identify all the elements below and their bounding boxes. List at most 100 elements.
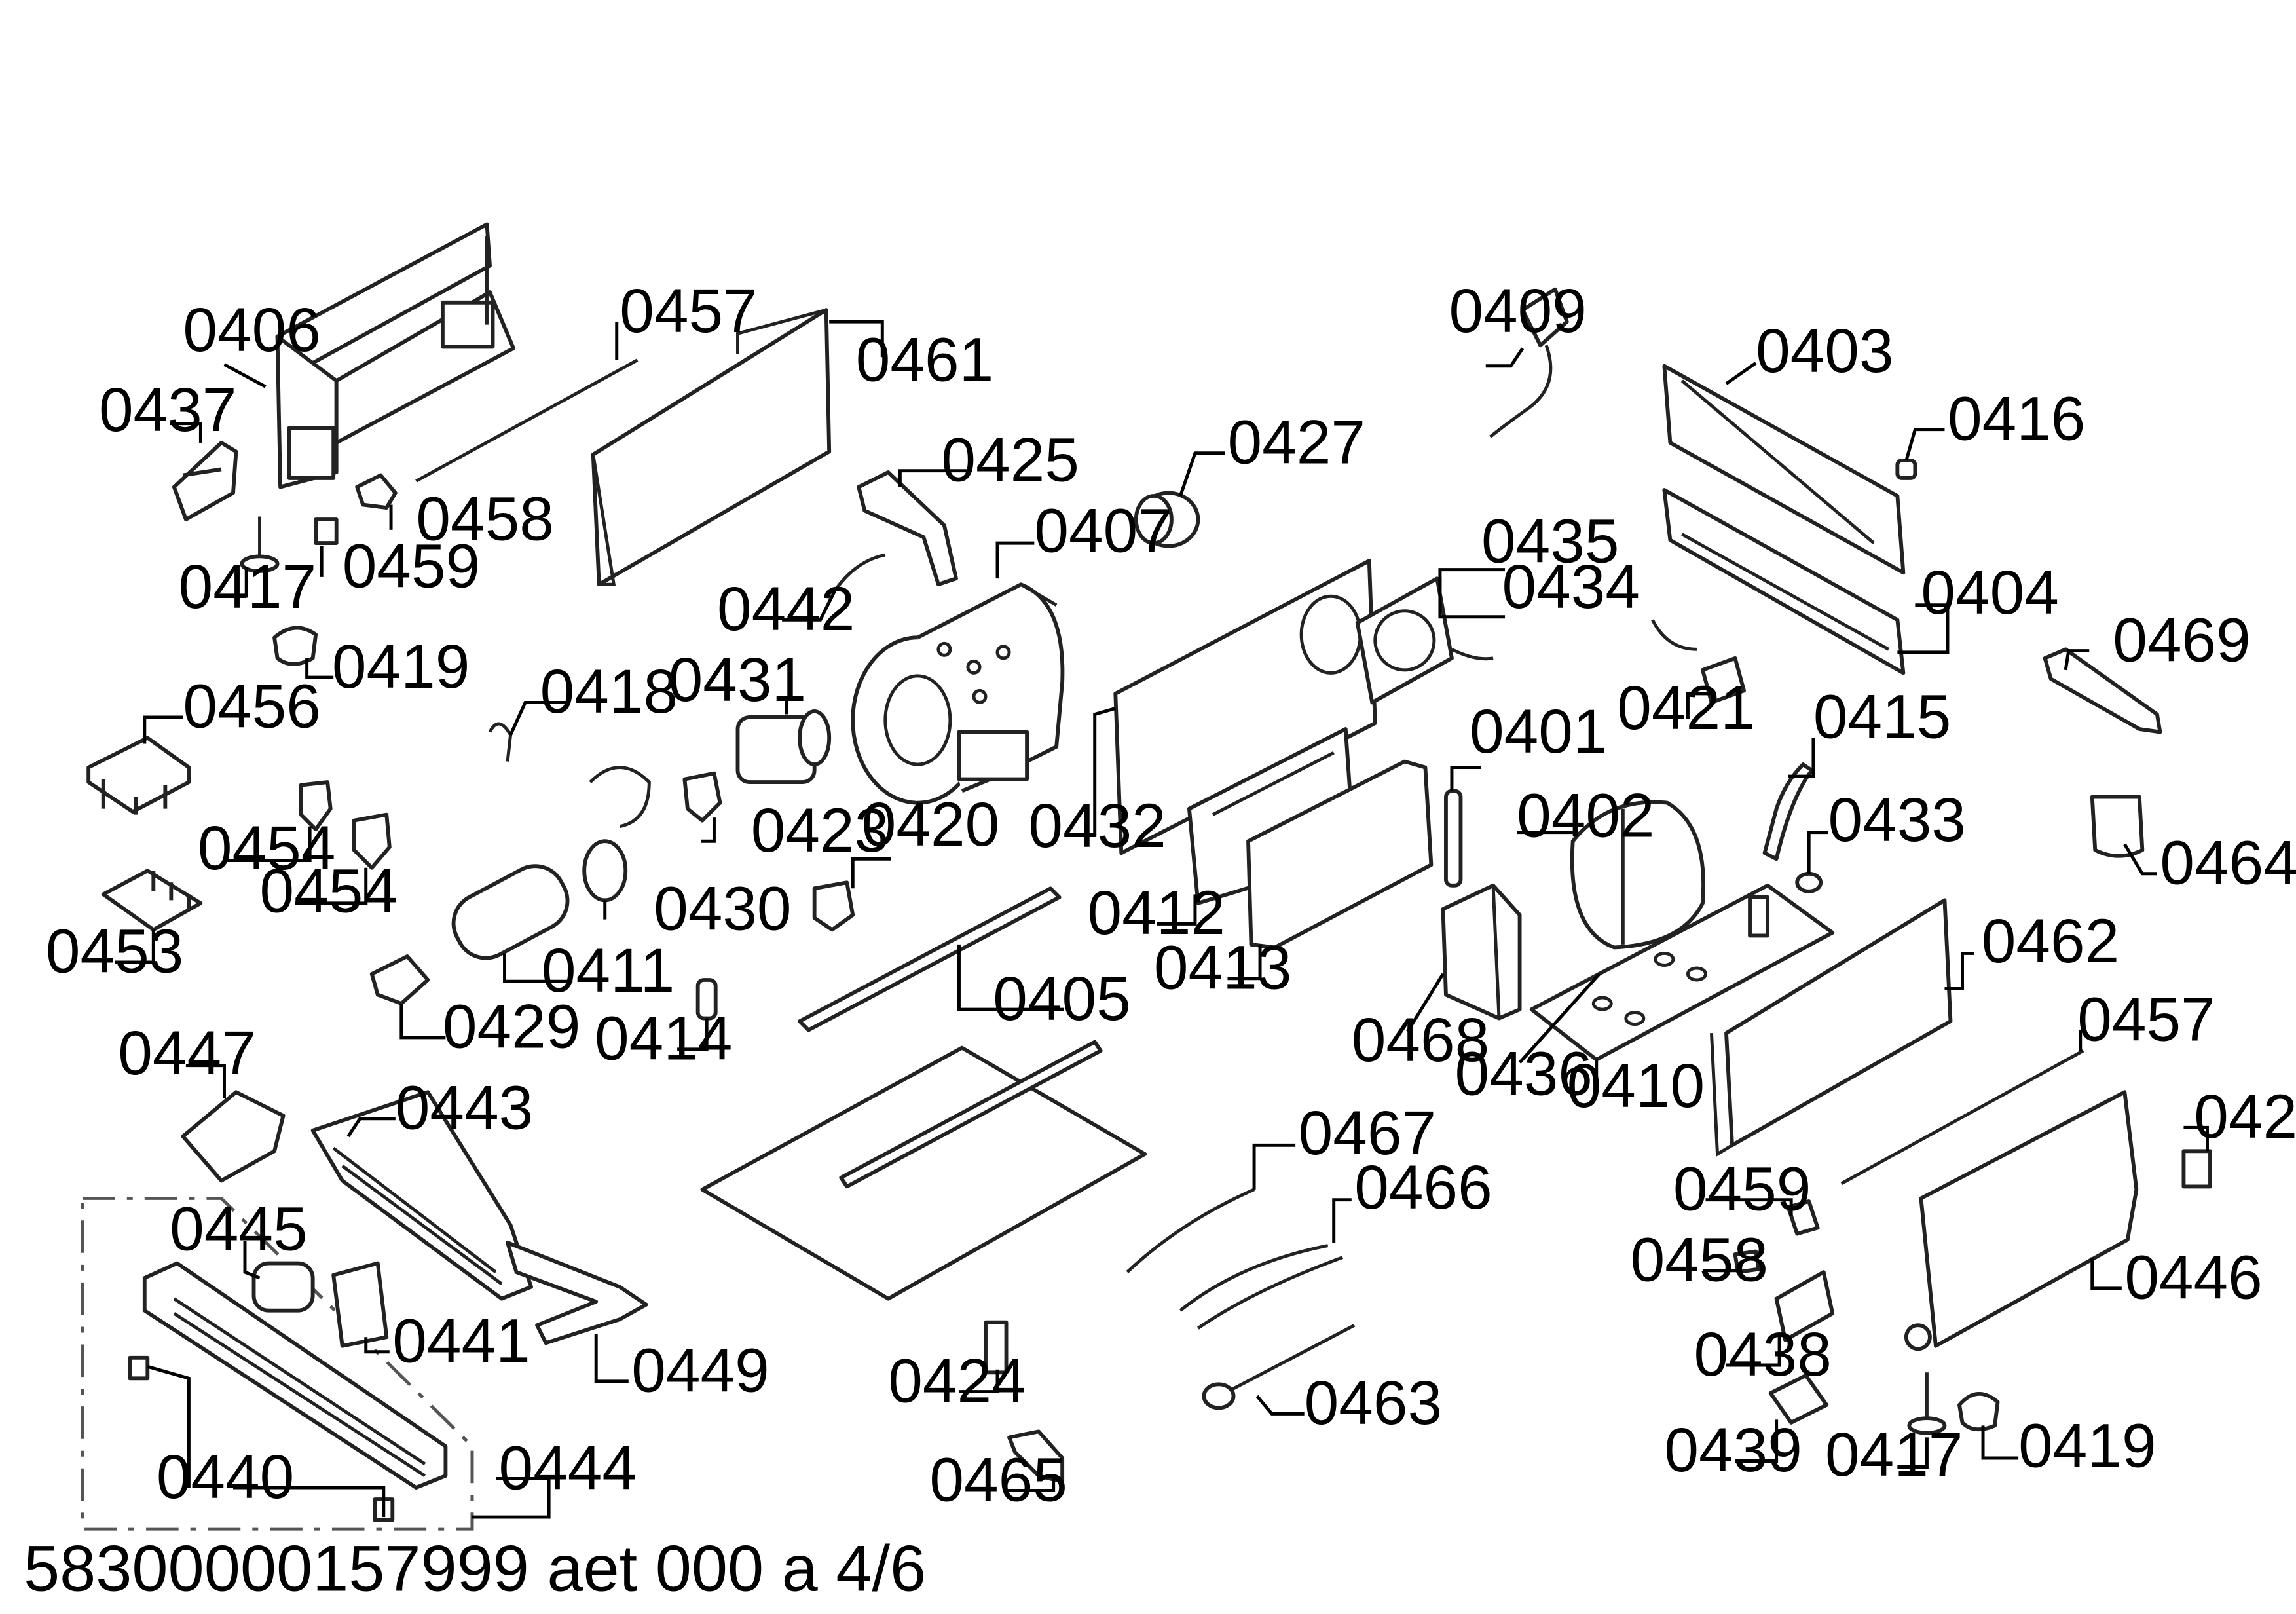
part-0431-drawing xyxy=(735,709,832,785)
part-0437-drawing xyxy=(172,440,238,521)
part-0410-drawing xyxy=(1529,883,1835,1062)
part-0465-drawing xyxy=(1007,1429,1065,1484)
label-0462: 0462 xyxy=(1982,907,2119,976)
label-0401: 0401 xyxy=(1470,697,1607,766)
label-0441: 0441 xyxy=(392,1307,530,1376)
part-0454b-drawing xyxy=(352,812,392,870)
label-0429: 0429 xyxy=(443,992,580,1062)
label-0444: 0444 xyxy=(499,1433,637,1503)
part-0458-drawing xyxy=(355,473,398,510)
part-0464-drawing xyxy=(2090,795,2145,858)
part-0403-drawing xyxy=(1662,364,1906,575)
part-0444-drawing xyxy=(81,1196,474,1531)
part-0405-drawing xyxy=(700,886,1147,1301)
part-0402-drawing xyxy=(1570,800,1705,950)
leader-lines xyxy=(115,320,2209,1519)
part-0447-drawing xyxy=(181,1090,286,1183)
part-0456-drawing xyxy=(86,736,191,815)
part-0457b-drawing xyxy=(1840,1049,2084,1186)
label-0432: 0432 xyxy=(1028,791,1166,861)
label-0402: 0402 xyxy=(1517,781,1654,850)
part-0413-drawing xyxy=(1246,759,1434,950)
label-0458: 0458 xyxy=(416,485,553,554)
label-0428: 0428 xyxy=(2194,1082,2296,1152)
part-0423-drawing xyxy=(682,771,722,823)
part-labels: 0406 0437 0458 0459 0417 0419 0456 0454 … xyxy=(46,276,2296,1514)
label-0419: 0419 xyxy=(332,632,470,702)
label-0406: 0406 xyxy=(183,295,320,365)
label-0404: 0404 xyxy=(1921,558,2058,628)
label-0412: 0412 xyxy=(1087,878,1225,948)
part-0420-drawing xyxy=(812,880,855,932)
label-0442: 0442 xyxy=(717,574,855,644)
label-0458b: 0458 xyxy=(1631,1226,1768,1295)
label-0466: 0466 xyxy=(1354,1153,1492,1222)
part-0418-drawing xyxy=(488,722,513,762)
part-0409-drawing xyxy=(1489,287,1569,438)
label-0431: 0431 xyxy=(669,645,806,715)
label-0438: 0438 xyxy=(1694,1320,1831,1389)
part-0449-drawing xyxy=(506,1241,648,1345)
part-0428-drawing xyxy=(2181,1149,2212,1189)
part-0442-drawing xyxy=(834,553,886,591)
part-0417-drawing xyxy=(240,516,280,573)
label-0434: 0434 xyxy=(1502,552,1640,622)
label-0468: 0468 xyxy=(1352,1005,1489,1075)
part-0461-drawing xyxy=(591,308,832,587)
label-0457b: 0457 xyxy=(2077,985,2215,1054)
part-0463-drawing xyxy=(1202,1323,1356,1410)
label-0449: 0449 xyxy=(631,1336,769,1406)
label-0410: 0410 xyxy=(1567,1051,1705,1121)
label-0405: 0405 xyxy=(993,964,1130,1034)
label-0454a: 0454 xyxy=(198,814,335,883)
label-0439: 0439 xyxy=(1664,1416,1802,1485)
label-0430: 0430 xyxy=(654,874,791,943)
part-0439-drawing xyxy=(1768,1373,1829,1425)
label-0445: 0445 xyxy=(170,1194,307,1264)
part-0404-drawing xyxy=(1662,488,1906,675)
label-0464: 0464 xyxy=(2160,829,2296,898)
label-0469: 0469 xyxy=(2113,605,2250,675)
part-0433-drawing xyxy=(1795,871,1823,893)
part-0459b-drawing xyxy=(1786,1199,1820,1236)
part-0443-drawing xyxy=(310,1090,534,1301)
label-0417b: 0417 xyxy=(1825,1420,1963,1490)
label-0409: 0409 xyxy=(1449,276,1586,346)
part-drawings xyxy=(81,222,2212,1531)
part-0453-drawing xyxy=(101,869,203,932)
label-0413: 0413 xyxy=(1154,933,1291,1003)
label-0421: 0421 xyxy=(1617,673,1754,743)
part-0421-drawing xyxy=(1651,619,1746,705)
part-0427-drawing xyxy=(1134,491,1200,548)
label-0467: 0467 xyxy=(1299,1098,1436,1168)
part-0468-drawing xyxy=(1441,883,1522,1021)
label-0437: 0437 xyxy=(99,375,236,445)
part-0457a-drawing xyxy=(415,358,639,483)
part-0459-drawing xyxy=(314,517,339,546)
label-0446: 0446 xyxy=(2124,1243,2262,1313)
part-0458b-drawing xyxy=(1733,1249,1761,1275)
part-0469-drawing xyxy=(2043,647,2162,734)
part-0466-drawing xyxy=(1179,1244,1344,1330)
label-0457a: 0457 xyxy=(620,276,757,346)
label-0424: 0424 xyxy=(888,1346,1026,1416)
label-0416: 0416 xyxy=(1948,384,2085,453)
label-0423: 0423 xyxy=(751,796,889,865)
label-0436: 0436 xyxy=(1454,1040,1592,1109)
part-0419b-drawing xyxy=(1957,1391,2000,1432)
part-0445-drawing xyxy=(251,1261,315,1313)
label-0453: 0453 xyxy=(46,917,183,986)
label-0454b: 0454 xyxy=(260,856,398,926)
part-0446-drawing xyxy=(1904,1090,2139,1351)
label-0407: 0407 xyxy=(1034,497,1172,566)
part-0438-drawing xyxy=(1774,1270,1835,1342)
part-0462-drawing xyxy=(1710,898,1953,1157)
part-0467-drawing xyxy=(1126,1188,1255,1273)
label-0461: 0461 xyxy=(856,325,993,394)
label-0419b: 0419 xyxy=(2018,1411,2156,1480)
part-0407-drawing xyxy=(851,582,1065,805)
label-0417: 0417 xyxy=(179,552,316,622)
part-0417b-drawing xyxy=(1907,1372,1947,1435)
label-0459b: 0459 xyxy=(1673,1154,1811,1224)
